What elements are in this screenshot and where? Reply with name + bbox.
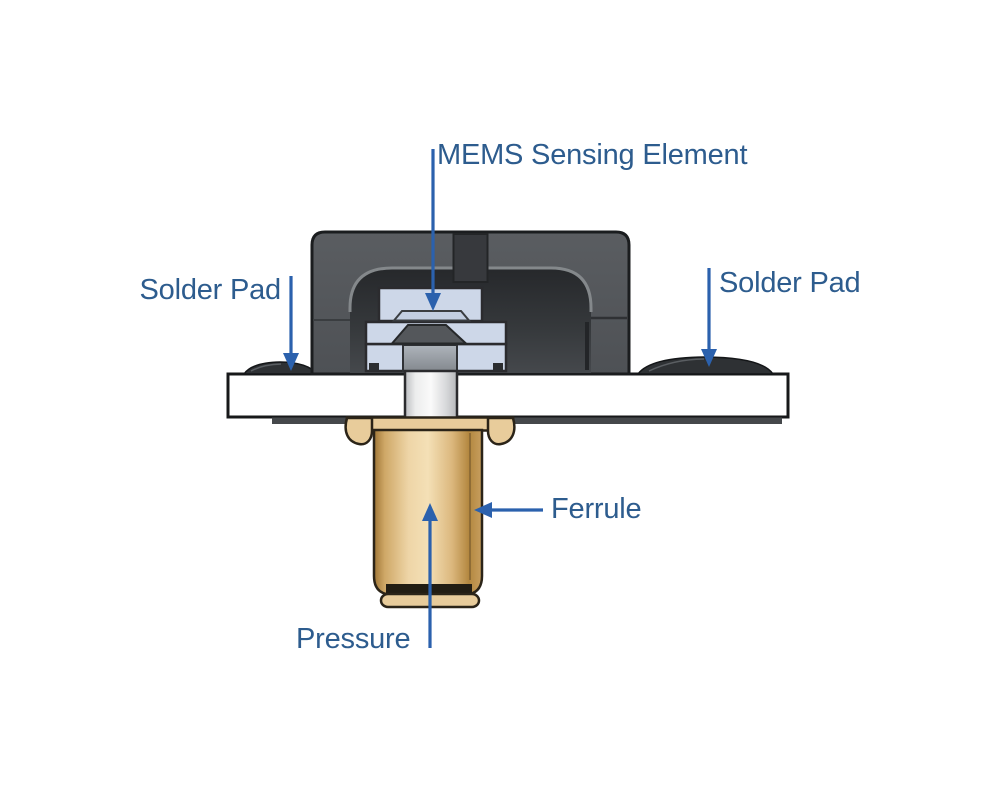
mems-callout-arrowhead <box>425 293 441 311</box>
glass-pedestal <box>402 344 458 372</box>
solder-pad-left <box>242 361 318 375</box>
sensor-die-mesa <box>389 324 469 345</box>
base-notch-right <box>493 363 503 371</box>
callout-arrows <box>283 149 717 648</box>
ferrule-flange-curl-left <box>344 416 374 446</box>
plate-underside-shadow <box>272 417 782 424</box>
label-mems-sensing-element: MEMS Sensing Element <box>437 139 748 171</box>
solder-pad-left-arrowhead <box>283 353 299 371</box>
ferrule-arrowhead <box>474 502 492 518</box>
label-solder-pad-left: Solder Pad <box>139 274 282 306</box>
mems-stack <box>364 286 508 373</box>
solder-pad-right <box>636 356 775 375</box>
vent-port-cylinder <box>452 233 489 283</box>
label-solder-pad-right: Solder Pad <box>719 267 861 299</box>
label-pressure: Pressure <box>296 623 411 655</box>
ferrule-flange-curl-right <box>486 416 516 446</box>
pressure-arrowhead <box>422 503 438 521</box>
substrate-plate <box>226 372 790 419</box>
pressure-port-stem <box>403 369 459 421</box>
solder-pad-right-arrowhead <box>701 349 717 367</box>
label-ferrule: Ferrule <box>551 493 642 525</box>
base-notch-left <box>369 363 379 371</box>
die-diaphragm-cavity <box>391 310 472 322</box>
